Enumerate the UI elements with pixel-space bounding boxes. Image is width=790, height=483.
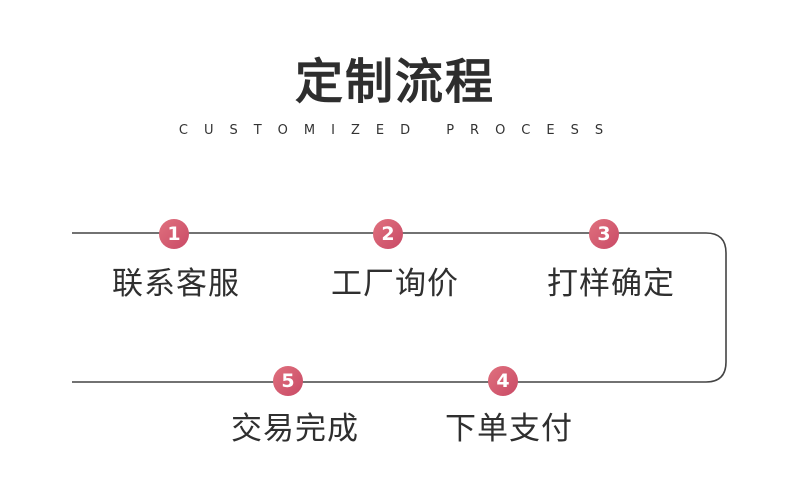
step-2-badge: 2 — [373, 219, 403, 249]
page-title: 定制流程 — [294, 54, 495, 110]
step-3-badge: 3 — [589, 219, 619, 249]
step-5-label: 交易完成 — [231, 411, 359, 447]
step-4-label: 下单支付 — [445, 411, 573, 447]
step-5-badge: 5 — [273, 366, 303, 396]
step-3-label: 打样确定 — [547, 266, 675, 302]
step-4-badge: 4 — [488, 366, 518, 396]
step-2-label: 工厂询价 — [331, 266, 459, 302]
step-1-badge: 1 — [159, 219, 189, 249]
step-1-label: 联系客服 — [112, 266, 240, 302]
page-subtitle: CUSTOMIZED PROCESS — [178, 123, 620, 138]
